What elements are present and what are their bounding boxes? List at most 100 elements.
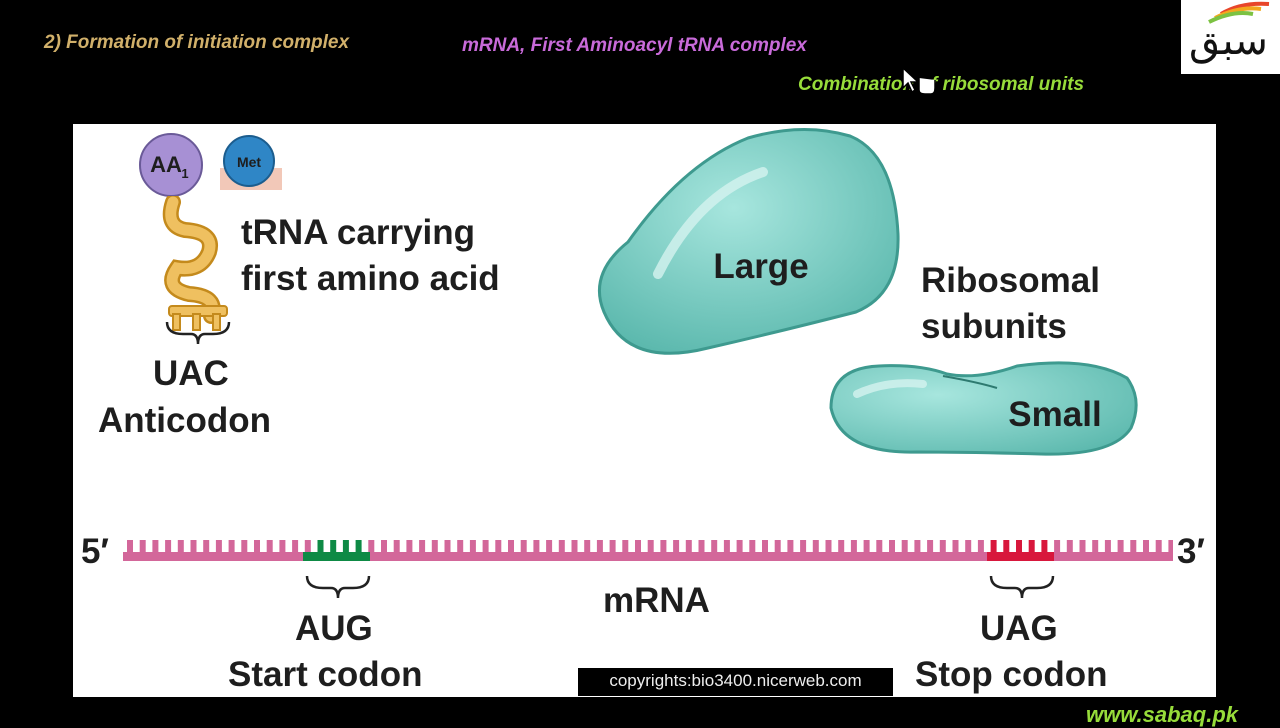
mrna-base [774,540,781,554]
mrna-base [812,540,819,554]
trna-molecule [162,196,228,331]
mrna-base [660,540,667,554]
copyright-banner: copyrights:bio3400.nicerweb.com [578,668,893,696]
mrna-base [190,540,197,554]
start-codon-block [303,552,370,561]
mrna-base [901,540,908,554]
anticodon-label: Anticodon [98,401,272,440]
trna-label-line1: tRNA carrying [241,213,476,252]
anticodon-brace [165,321,231,345]
mrna-base [393,540,400,554]
mrna-base [266,540,273,554]
stop-codon-base [1041,540,1048,554]
mrna-base [495,540,502,554]
mrna-base [431,540,438,554]
mrna-base [1155,540,1162,554]
mrna-base [711,540,718,554]
mrna-base [203,540,210,554]
mrna-base [749,540,756,554]
aa1-ball: AA 1 [139,133,203,197]
mrna-base [927,540,934,554]
cursor-icon [902,66,936,95]
mrna-base [914,540,921,554]
start-codon-brace [305,575,371,599]
mrna-base [1130,540,1137,554]
mrna-base [228,540,235,554]
mrna-base [139,540,146,554]
mrna-base [1079,540,1086,554]
aa-label: AA [150,152,182,177]
mrna-base [1104,540,1111,554]
start-codon-sequence: AUG [295,609,373,648]
stop-codon-brace [989,575,1055,599]
mrna-base [584,540,591,554]
start-codon-base [330,540,337,554]
mrna-base [215,540,222,554]
mrna-base [825,540,832,554]
stop-codon-label: Stop codon [915,655,1108,694]
slide-title: 2) Formation of initiation complex [44,32,350,53]
note-mrna-complex: mRNA, First Aminoacyl tRNA complex [462,35,807,56]
mrna-base [292,540,299,554]
mrna-base [419,540,426,554]
mrna-base [635,540,641,554]
mrna-base [647,540,654,554]
mrna-base [254,540,260,554]
mrna-base [152,540,159,554]
sabaq-logo: سبق [1181,0,1280,74]
met-ball: Met [220,135,282,190]
mrna-base [469,540,476,554]
mrna-base [850,540,857,554]
diagram-panel: AA 1 Met tRNA carrying first amino acid … [73,124,1216,697]
aa-subscript: 1 [181,166,188,181]
mrna-base [558,540,565,554]
stop-codon-block [987,552,1054,561]
mrna-base [965,540,972,554]
large-subunit: Large [597,127,900,355]
mrna-base [533,540,540,554]
mrna-base [939,540,946,554]
large-label: Large [713,247,808,286]
mrna-base [736,540,743,554]
mrna-base [596,540,603,554]
mrna-base [952,540,959,554]
mrna-base [1143,540,1149,554]
mrna-base [520,540,527,554]
mrna-base [977,540,984,554]
stop-codon-sequence: UAG [980,609,1058,648]
ribosomal-label-line1: Ribosomal [921,261,1100,300]
mrna-base [800,540,807,554]
three-prime-label: 3′ [1177,532,1205,571]
mrna-base [482,540,489,554]
ribosomal-label-line2: subunits [921,307,1067,346]
trna-label-line2: first amino acid [241,259,500,298]
logo-text: سبق [1189,18,1268,64]
mrna-base [444,540,451,554]
start-codon-label: Start codon [228,655,423,694]
mrna-base [571,540,578,554]
mrna-base [368,540,375,554]
small-subunit: Small [829,361,1138,456]
mrna-base [241,540,248,554]
note-ribosomal-combination: Combination of ribosomal units [798,74,1085,95]
mrna-base [673,540,680,554]
mrna-base [889,540,895,554]
start-codon-base [342,540,349,554]
five-prime-label: 5′ [81,532,109,571]
start-codon-base [355,540,362,554]
mrna-base [762,540,768,554]
mrna-base [1066,540,1073,554]
mrna-base [457,540,464,554]
mrna-base [127,540,133,554]
mrna-base [279,540,286,554]
small-label: Small [1008,395,1101,434]
mrna-base [406,540,413,554]
mrna-base [381,540,387,554]
stop-codon-base [1003,540,1010,554]
mrna-base [165,540,172,554]
mrna-base [787,540,794,554]
met-label: Met [237,154,261,170]
logo-stripes [1208,1,1270,24]
mrna-base [1054,540,1061,554]
mrna-base [723,540,730,554]
